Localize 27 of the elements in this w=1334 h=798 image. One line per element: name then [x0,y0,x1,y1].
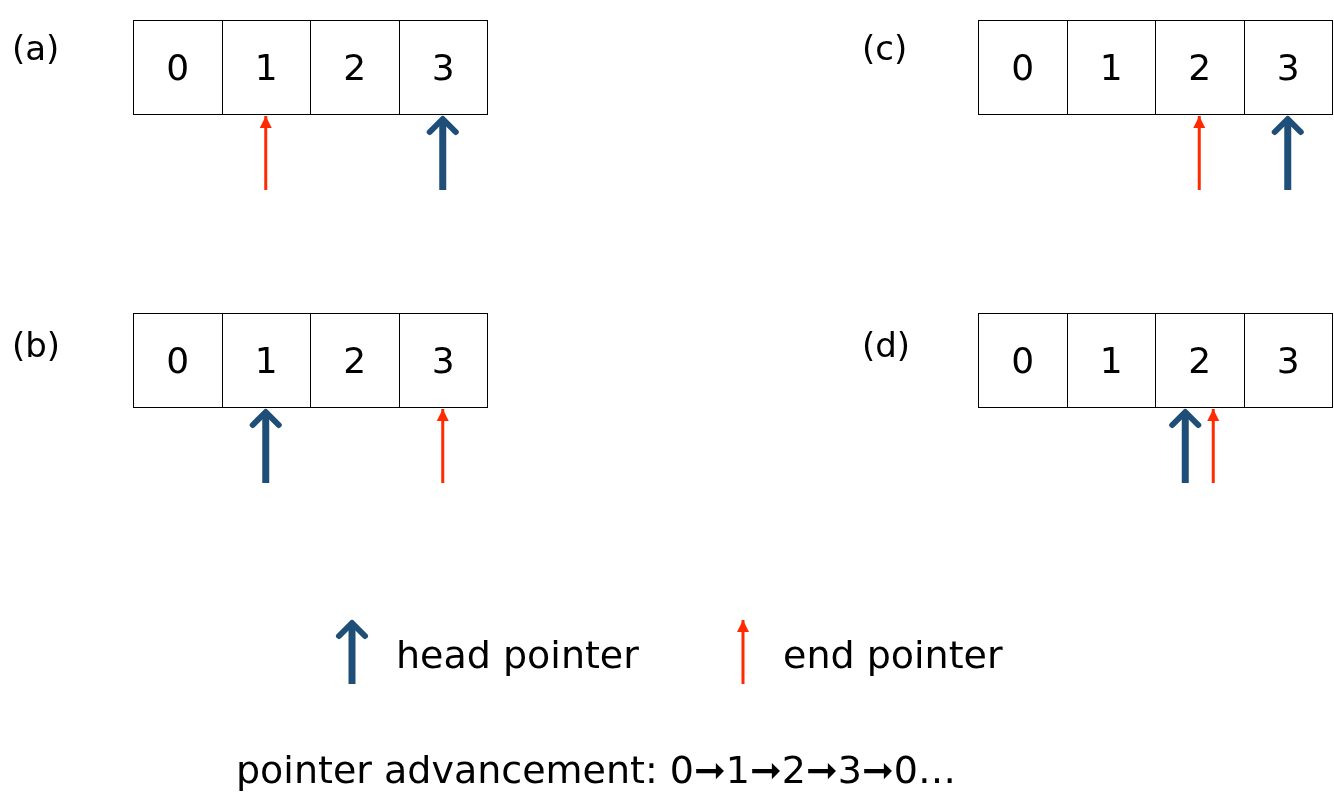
panel-label: (b) [12,325,61,365]
caption-text: pointer advancement: 0➞1➞2➞3➞0… [236,748,957,792]
panel-label: (c) [862,28,908,68]
array-cell: 1 [1066,20,1156,115]
panel-label: (a) [12,28,60,68]
array-cell: 2 [310,20,400,115]
pointer-arrow [1193,116,1206,190]
legend-text: end pointer [783,633,1003,677]
array-cell: 2 [1155,20,1245,115]
array-cell: 0 [978,20,1068,115]
array-cell: 0 [978,313,1068,408]
array-cell: 1 [221,20,311,115]
array-cell: 3 [398,313,488,408]
array-cell: 2 [310,313,400,408]
array-cell: 2 [1155,313,1245,408]
legend-text: head pointer [396,633,639,677]
array-cell: 3 [1243,20,1333,115]
array-cell: 0 [133,313,223,408]
panel-label: (d) [862,325,911,365]
array-cell: 1 [221,313,311,408]
array-cell: 1 [1066,313,1156,408]
array-cell: 3 [1243,313,1333,408]
array-cell: 3 [398,20,488,115]
pointer-arrow [259,116,272,190]
pointer-arrow [436,409,449,483]
pointer-arrow [1207,409,1220,483]
array-cell: 0 [133,20,223,115]
